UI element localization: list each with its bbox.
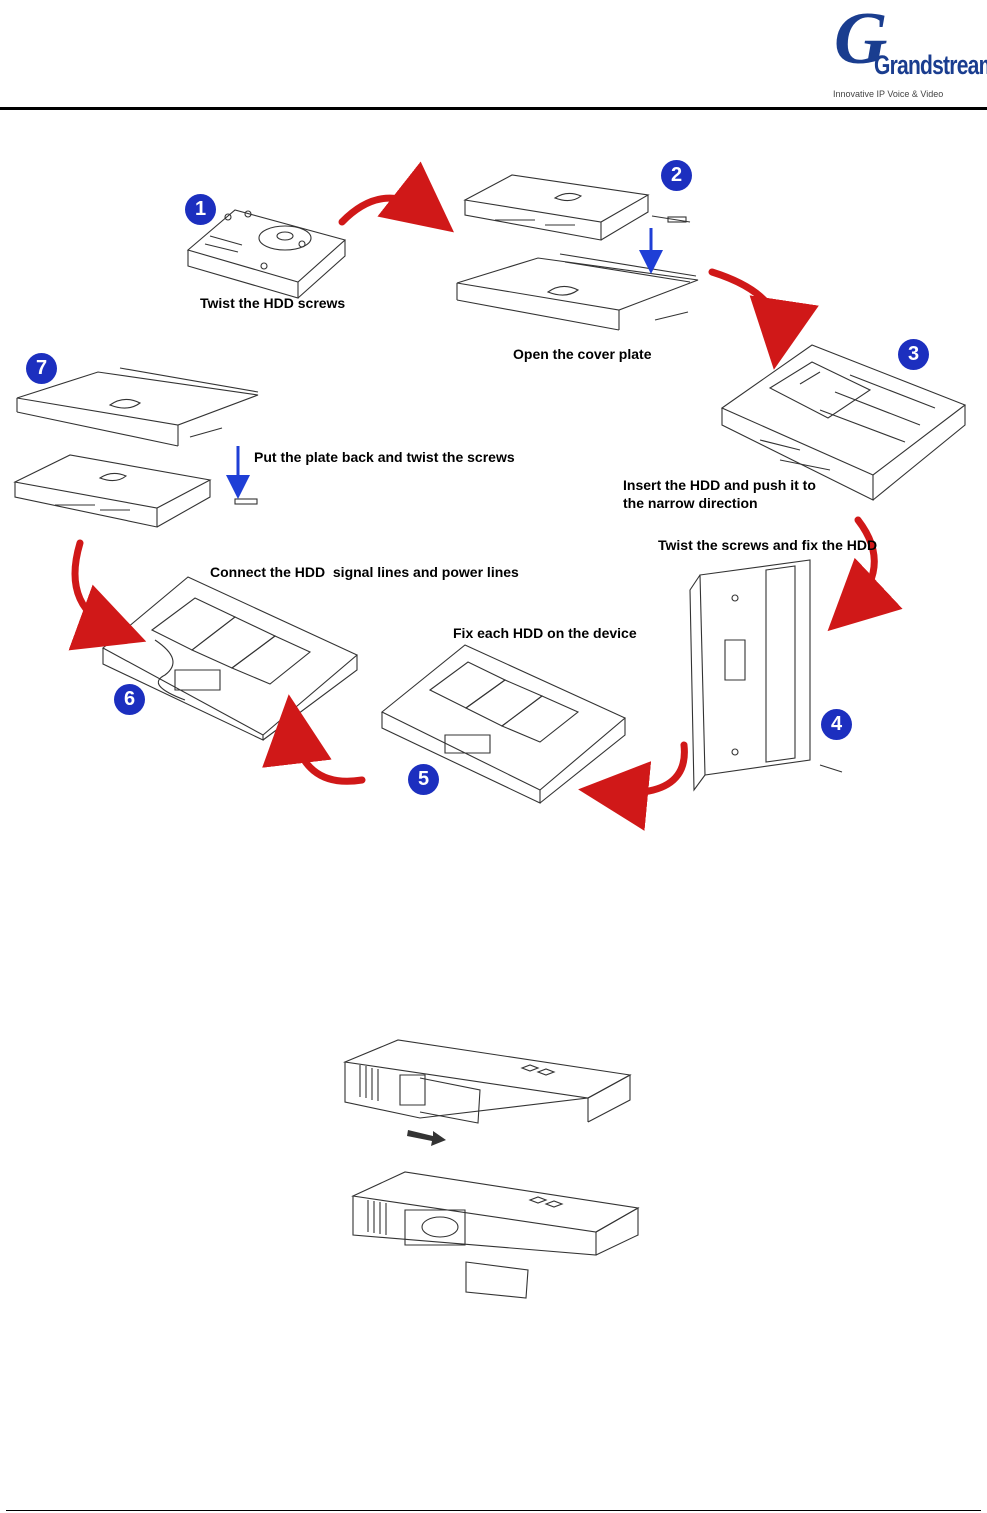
front-bay-open-drawing xyxy=(353,1172,638,1298)
nvr-screwed-drawing xyxy=(15,455,257,527)
nvr-upright-drawing xyxy=(690,560,842,790)
step-4-badge: 4 xyxy=(821,709,852,740)
nvr-with-cables-drawing xyxy=(103,577,357,740)
curve-arrow-1-to-2 xyxy=(342,198,432,222)
step-6-badge: 6 xyxy=(114,684,145,715)
curve-arrow-5-to-6 xyxy=(292,722,362,781)
curve-arrow-4-to-5 xyxy=(606,745,684,793)
step-3-badge: 3 xyxy=(898,339,929,370)
step-3-label-line1: Insert the HDD and push it to xyxy=(623,476,816,494)
step-3-label-line2: the narrow direction xyxy=(623,494,758,512)
step-7-label: Put the plate back and twist the screws xyxy=(254,448,515,466)
curve-arrow-2-to-3 xyxy=(712,272,779,342)
step-7-badge: 7 xyxy=(26,353,57,384)
step-5-label: Fix each HDD on the device xyxy=(453,624,637,642)
nvr-cover-replaced-drawing xyxy=(17,368,258,446)
curve-arrow-6-to-7 xyxy=(75,543,120,632)
step-1-badge: 1 xyxy=(185,194,216,225)
hdd-drive-drawing xyxy=(188,210,345,298)
step-2-badge: 2 xyxy=(661,160,692,191)
step-1-label: Twist the HDD screws xyxy=(200,294,345,312)
step-6-label: Connect the HDD signal lines and power l… xyxy=(210,563,519,581)
front-bay-cover-drawing xyxy=(345,1040,630,1123)
curve-arrow-3-to-4 xyxy=(848,520,874,612)
nvr-closed-drawing xyxy=(465,175,690,240)
footer-rule xyxy=(6,1510,981,1511)
step-4-label: Twist the screws and fix the HDD xyxy=(658,536,877,554)
slide-arrow-icon xyxy=(407,1130,446,1146)
nvr-cover-plate-drawing xyxy=(457,254,698,330)
step-2-label: Open the cover plate xyxy=(513,345,651,363)
step-5-badge: 5 xyxy=(408,764,439,795)
